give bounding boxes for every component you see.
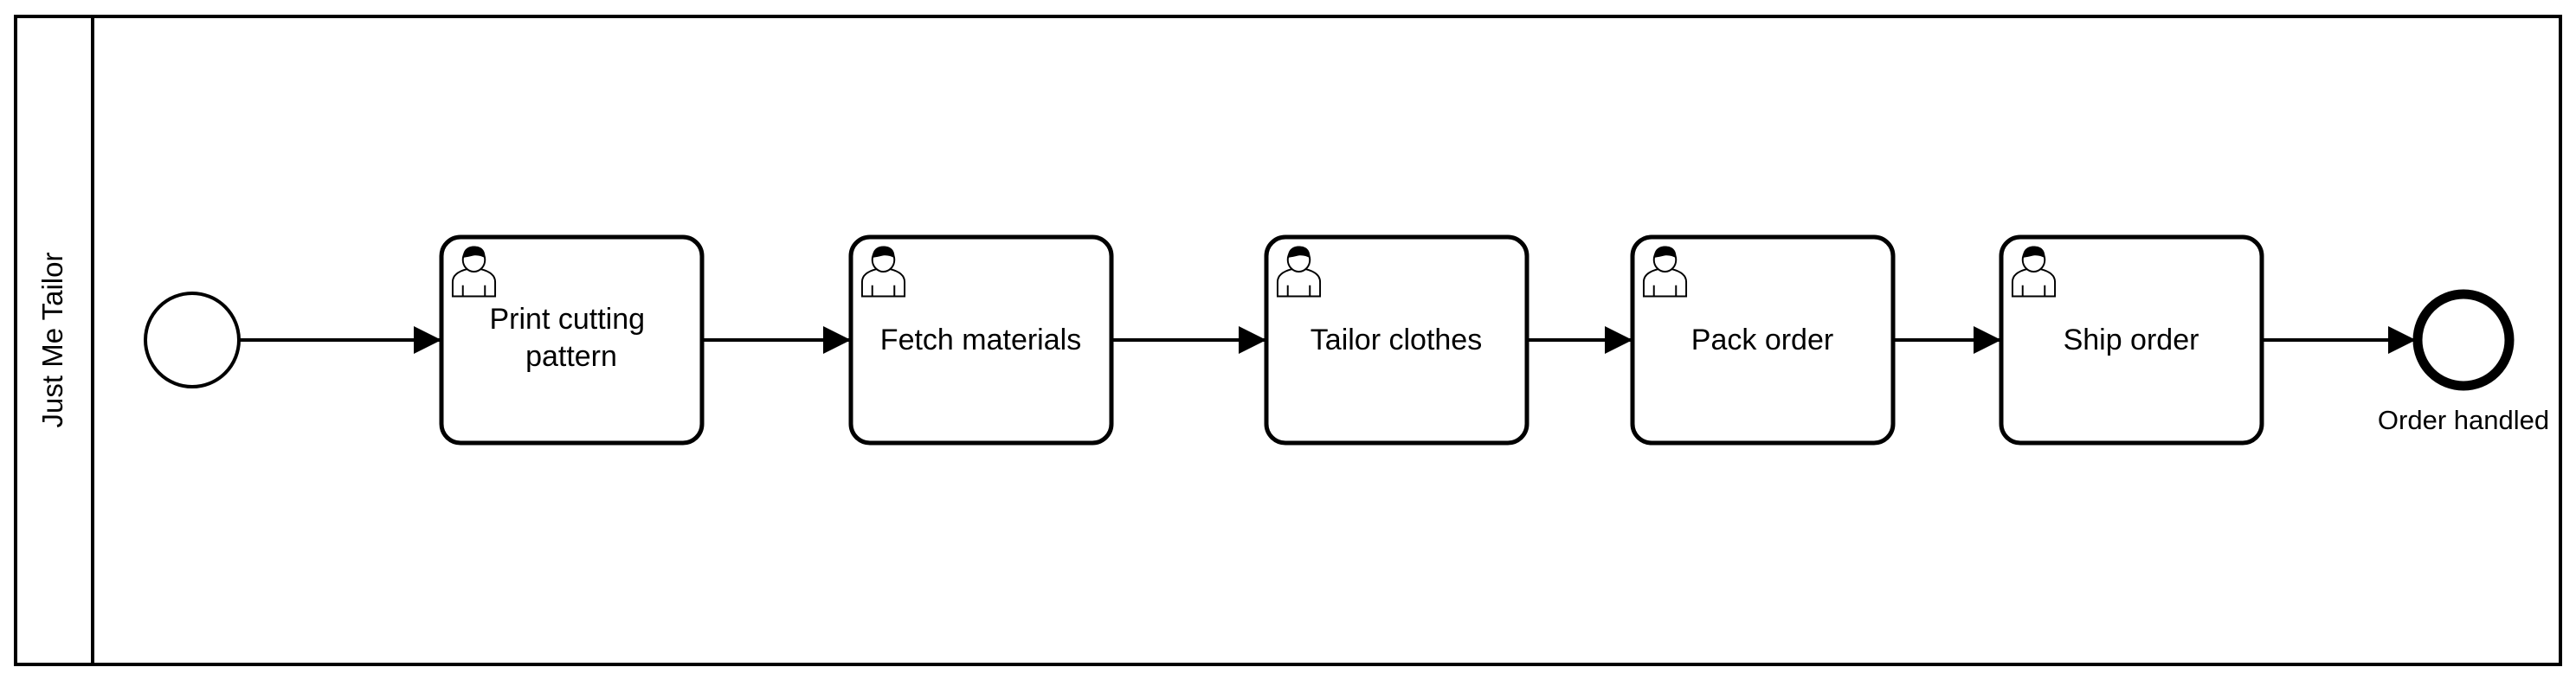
task-label: Fetch materials (880, 324, 1081, 356)
task-ship-order[interactable]: Ship order (1999, 234, 2264, 446)
task-tailor-clothes[interactable]: Tailor clothes (1264, 234, 1530, 446)
end-event[interactable] (2412, 289, 2515, 391)
task-label: Tailor clothes (1311, 324, 1482, 356)
task-box[interactable] (1630, 234, 1896, 446)
task-label: Pack order (1691, 324, 1833, 356)
task-box[interactable] (848, 234, 1114, 446)
end-event-label: Order handled (2378, 405, 2549, 435)
task-pack-order[interactable]: Pack order (1630, 234, 1896, 446)
task-box[interactable] (439, 234, 705, 446)
task-label-line: pattern (525, 340, 617, 373)
start-event[interactable] (144, 292, 241, 388)
task-box[interactable] (1264, 234, 1530, 446)
task-label: Print cutting pattern (490, 303, 654, 373)
task-box[interactable] (1999, 234, 2264, 446)
lane-label: Just Me Tailor (36, 253, 68, 428)
task-fetch-materials[interactable]: Fetch materials (848, 234, 1114, 446)
task-print-cutting-pattern[interactable]: Print cutting pattern (439, 234, 705, 446)
task-label-line: Print cutting (490, 303, 646, 336)
task-label: Ship order (2064, 324, 2199, 356)
